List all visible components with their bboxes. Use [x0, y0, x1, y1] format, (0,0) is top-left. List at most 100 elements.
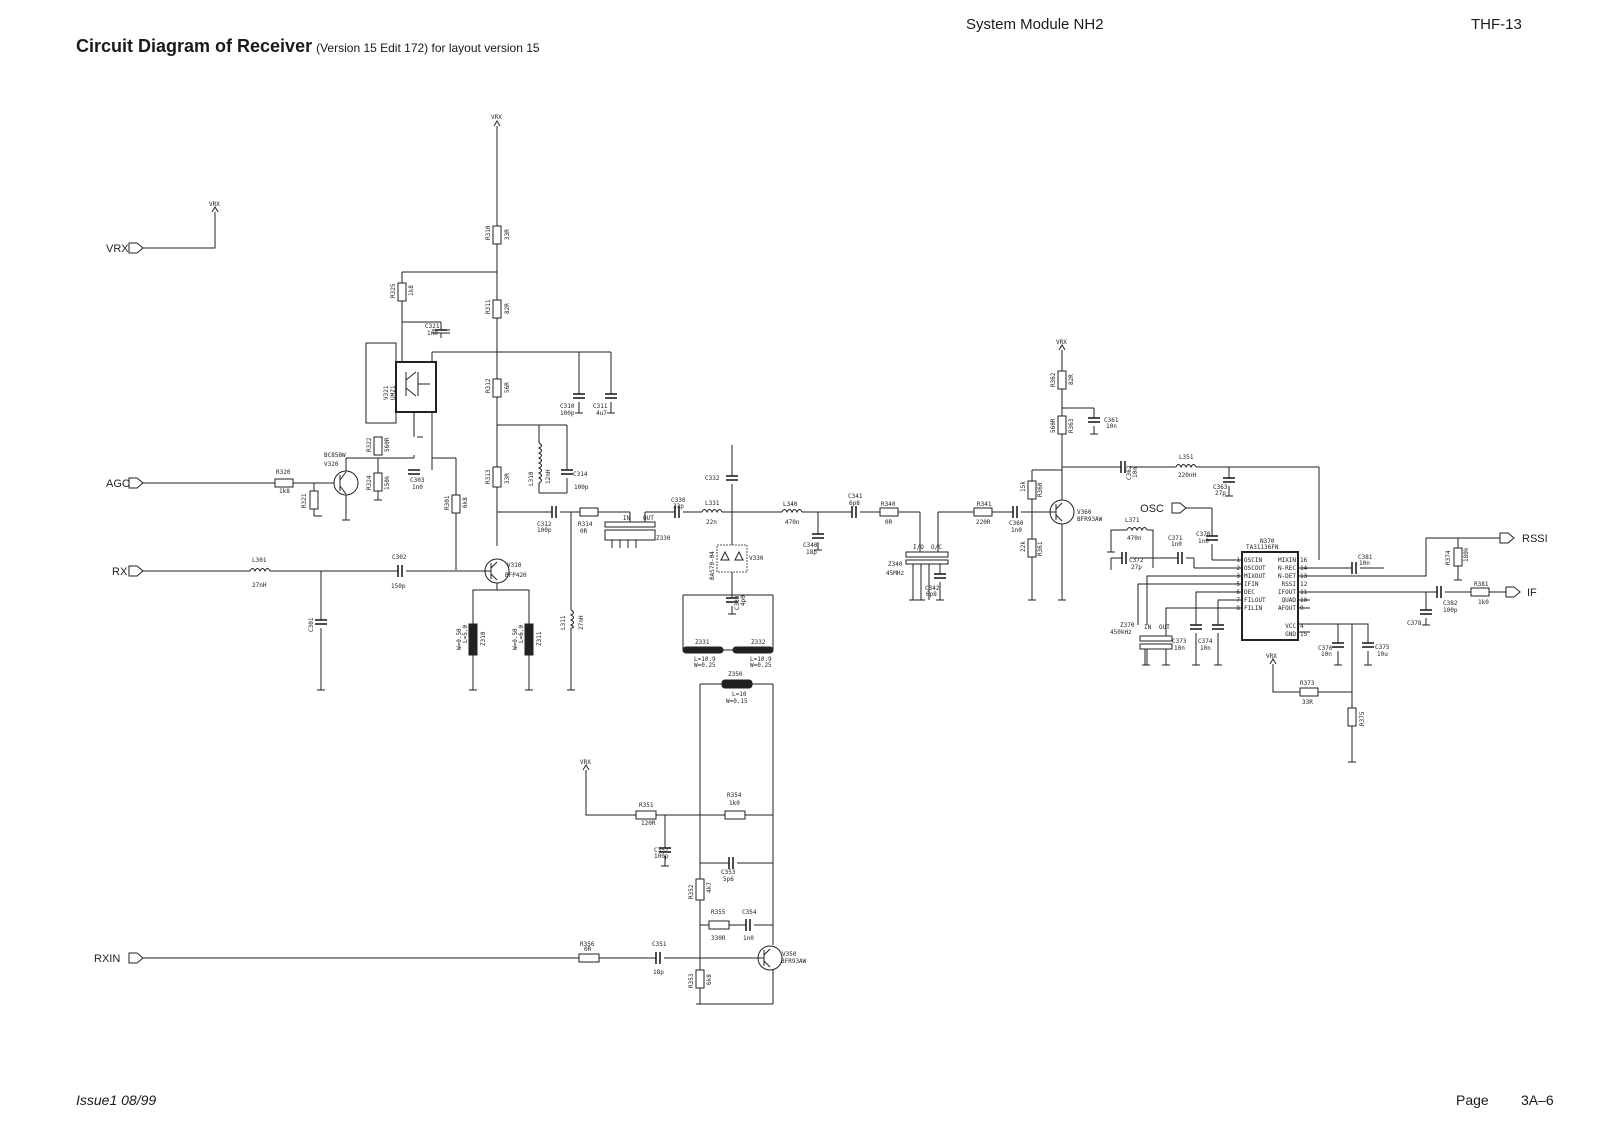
label-r381: R381 [1474, 581, 1489, 588]
z330-in-label: IN [623, 515, 631, 522]
label-c354: C354 [742, 909, 757, 916]
port-osc-label: OSC [1140, 503, 1164, 515]
label-n370: N370 [1260, 538, 1275, 545]
label-r373: R373 [1300, 680, 1315, 687]
label-r324: R324 [366, 475, 373, 490]
value-r341: 220R [976, 519, 991, 526]
label-z331: Z331 [695, 639, 710, 646]
port-agc-label: AGC [106, 478, 130, 490]
component-bodies [211, 120, 1490, 1005]
value-r363: 560R [1050, 418, 1057, 433]
ic-pin-number: 8 [1236, 605, 1240, 612]
ic-pin-name: FILOUT [1244, 597, 1266, 604]
label-r356: R356 [580, 941, 595, 948]
value-r352: 4k7 [706, 882, 713, 893]
ic-pin-name: OSCOUT [1244, 565, 1266, 572]
value-c341: 6p8 [849, 500, 860, 507]
port-vrx-label: VRX [106, 243, 129, 255]
value-r313: 33R [504, 473, 511, 484]
label-c302: C302 [392, 554, 407, 561]
value-c330: 33p [673, 503, 684, 510]
label-c310: C310 [560, 403, 575, 410]
label-c321: C321 [425, 323, 440, 330]
label-c363: C363 [1213, 484, 1228, 491]
v330-type-label: BAS70-04 [709, 551, 716, 580]
ic-pin-number: 11 [1300, 589, 1308, 596]
value-c303: 1n0 [412, 484, 423, 491]
page-number: 3A–6 [1521, 1092, 1554, 1108]
label-l331: L331 [705, 500, 720, 507]
label-c314: C314 [573, 471, 588, 478]
label-c378: C378 [1407, 620, 1422, 627]
value-c352: 100p [654, 853, 669, 860]
ic-pin-number: 1 [1236, 557, 1240, 564]
value-r381: 1k0 [1478, 599, 1489, 606]
vrx-top-label: VRX [491, 114, 502, 121]
ic-pin-name: VCC [1285, 623, 1296, 630]
label-c342: C342 [925, 585, 940, 592]
value-l340: 470n [785, 519, 800, 526]
z370-out-label: OUT [1159, 624, 1170, 631]
label-r320: R320 [276, 469, 291, 476]
value-r311: 82R [504, 303, 511, 314]
page-title: Circuit Diagram of Receiver(Version 15 E… [76, 36, 540, 57]
label-c352: C352 [654, 847, 669, 854]
vrx-mid-label: VRX [1056, 339, 1067, 346]
ic-pin-name: N-DET [1278, 573, 1296, 580]
label-c353: C353 [721, 869, 736, 876]
port-rssi-label: RSSI [1522, 533, 1548, 545]
diagram-subtitle: (Version 15 Edit 172) for layout version… [316, 41, 540, 55]
z340-in-label: I/O [913, 544, 924, 551]
label-r361: R361 [1037, 541, 1044, 556]
ic-pin-number: 2 [1236, 565, 1240, 572]
value-z310-l: L=5.0 [462, 625, 469, 643]
label-c333: C333 [734, 595, 741, 610]
value-c353: 5p6 [723, 876, 734, 883]
value-z332-w: W=0.25 [750, 662, 772, 669]
port-connectors [128, 242, 1521, 964]
value-z310-w: W=0.50 [456, 628, 463, 650]
label-c341: C341 [848, 493, 863, 500]
label-c303: C303 [410, 477, 425, 484]
value-c360: 1n0 [1011, 527, 1022, 534]
diagram-title: Circuit Diagram of Receiver [76, 36, 313, 56]
ic-pin-number: 9 [1300, 605, 1304, 612]
label-r375: R375 [1359, 711, 1366, 726]
document-code: THF-13 [1471, 16, 1522, 33]
v320-type-label: BC858W [324, 452, 346, 459]
label-v350: V350 [782, 951, 797, 958]
value-c351: 18p [653, 969, 664, 976]
value-c362: 10n [1132, 467, 1139, 478]
value-c373: 10n [1174, 645, 1185, 652]
vrx-right-label: VRX [1266, 653, 1277, 660]
ic-pin-name: GND [1285, 631, 1296, 638]
label-r325: R325 [390, 283, 397, 298]
value-c312: 100p [537, 527, 552, 534]
value-z332-l: L=10.9 [750, 656, 772, 663]
value-r374: 180k [1463, 547, 1470, 562]
page-label: Page [1456, 1092, 1489, 1108]
value-c354: 1n0 [743, 935, 754, 942]
label-c375: C375 [1375, 644, 1390, 651]
value-l311: 27nH [578, 615, 585, 630]
label-l340: L340 [783, 501, 798, 508]
label-c312: C312 [537, 521, 552, 528]
label-r374: R374 [1445, 550, 1452, 565]
label-c362: C362 [1126, 465, 1133, 480]
ic-pin-number: 6 [1236, 589, 1240, 596]
label-z332: Z332 [751, 639, 766, 646]
value-l371: 470n [1127, 535, 1142, 542]
ic-pin-name: RSSI [1282, 581, 1297, 588]
ic-pin-name: N-REC [1278, 565, 1296, 572]
ic-pin-name: FILIN [1244, 605, 1262, 612]
label-z311: Z311 [536, 631, 543, 646]
value-r361: 22k [1020, 541, 1027, 552]
issue-label: Issue1 08/99 [76, 1092, 157, 1108]
ic-pin-number: 4 [1300, 623, 1304, 630]
value-z350-w: W=0.15 [726, 698, 748, 705]
label-z370: Z370 [1120, 622, 1135, 629]
value-r356: 0R [584, 946, 592, 953]
value-r312: 56R [504, 382, 511, 393]
label-l311: L311 [560, 615, 567, 630]
